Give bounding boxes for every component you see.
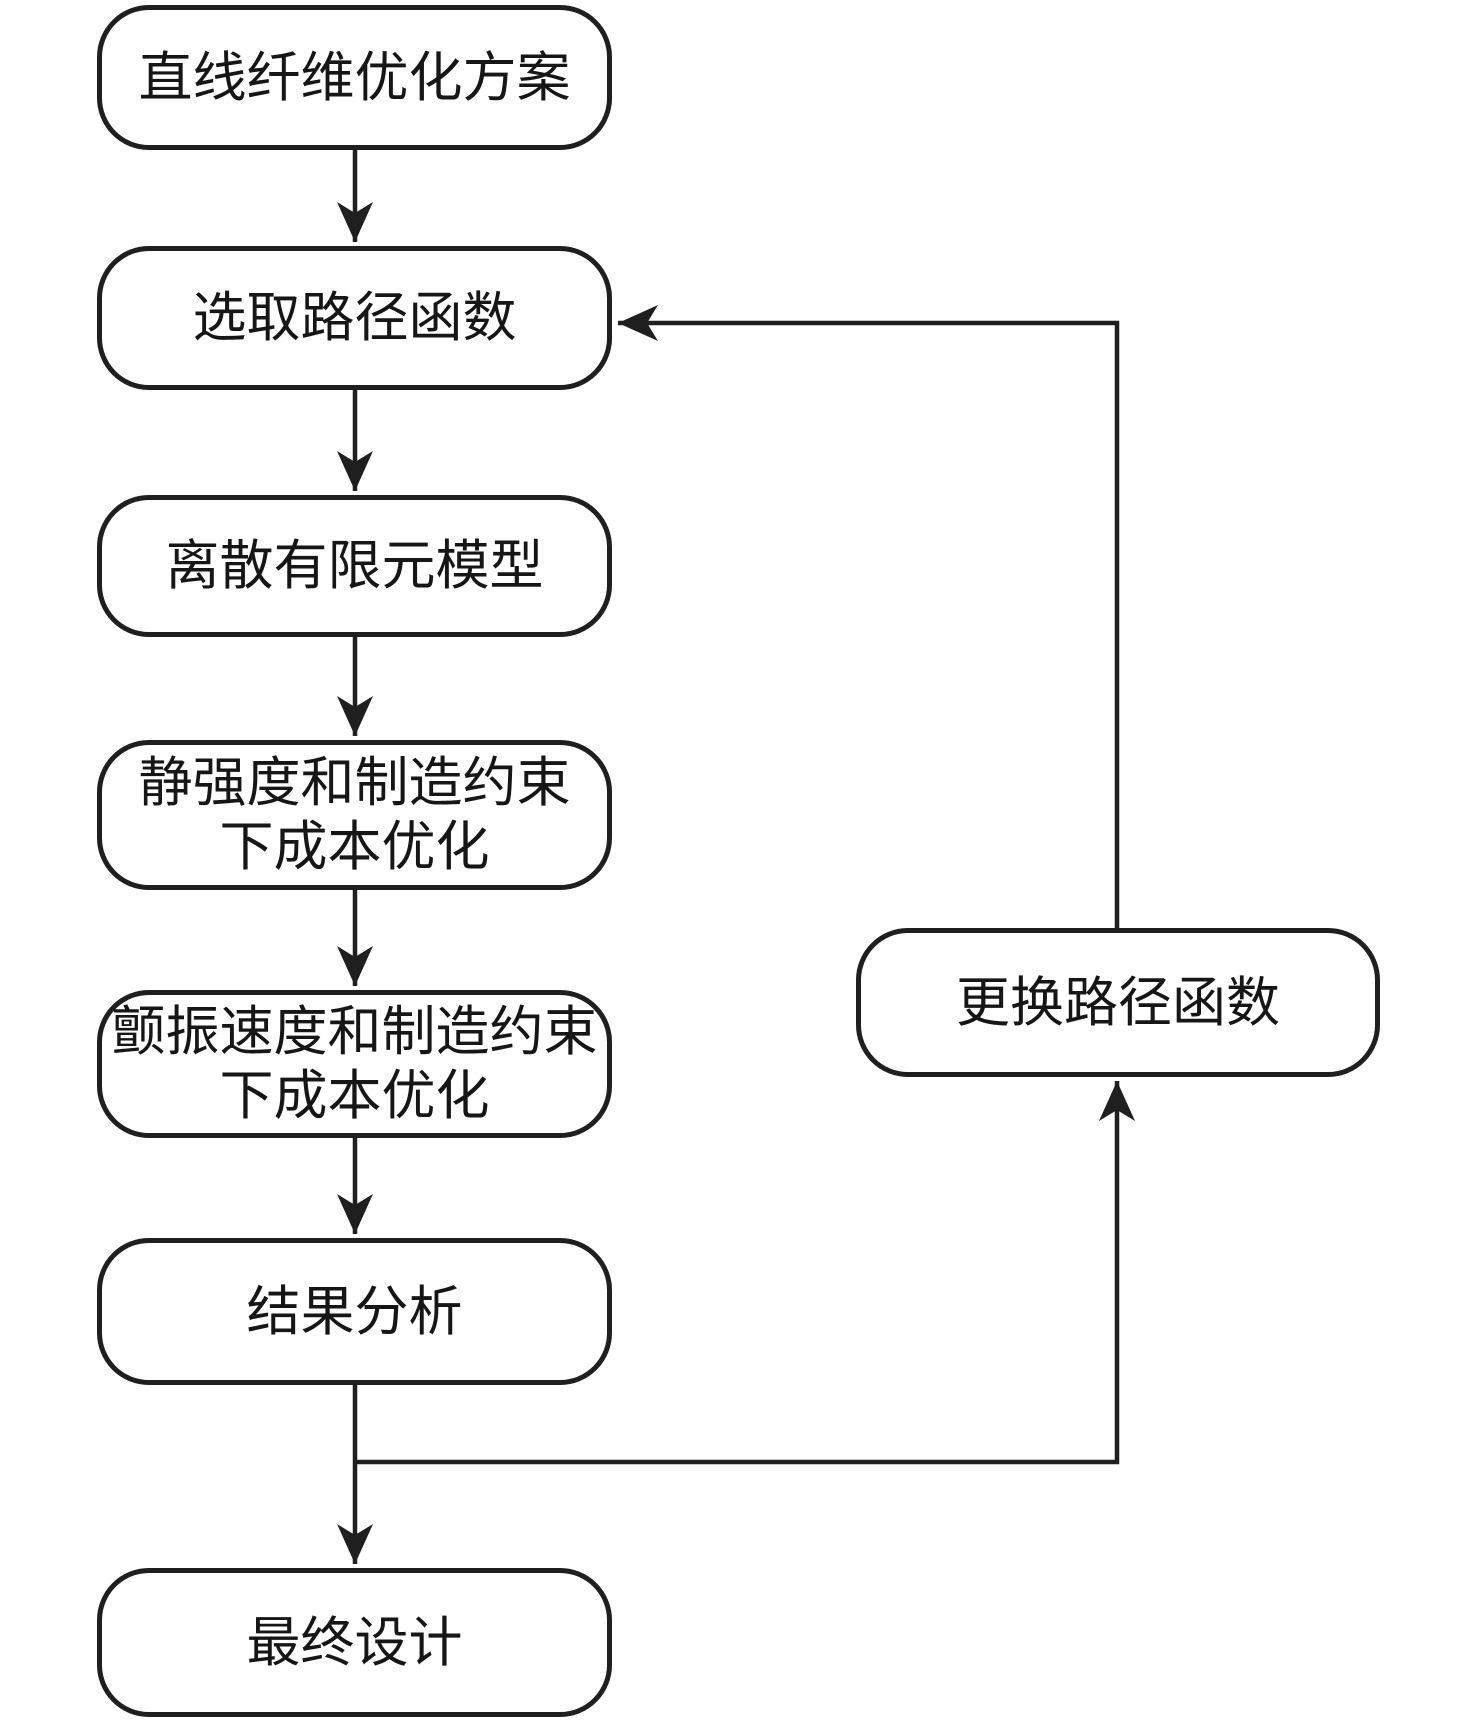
node-change-path: 更换路径函数 [856,928,1380,1077]
node-label: 结果分析 [246,1279,463,1343]
node-select-path: 选取路径函数 [97,246,612,390]
node-static-opt: 静强度和制造约束 下成本优化 [97,740,612,890]
node-final-design: 最终设计 [97,1568,612,1717]
node-label: 离散有限元模型 [165,534,544,597]
node-label-line2: 下成本优化 [219,1064,490,1127]
node-result: 结果分析 [97,1238,612,1385]
node-label: 更换路径函数 [956,970,1280,1034]
edge-change-path-to-select [618,305,1120,928]
node-flutter-opt: 颤振速度和制造约束 下成本优化 [97,990,612,1138]
node-start: 直线纤维优化方案 [97,5,612,150]
node-label-line2: 下成本优化 [219,815,490,878]
node-fem-model: 离散有限元模型 [97,495,612,637]
node-label: 选取路径函数 [192,286,517,349]
edge-result-to-change-path [355,1081,1135,1465]
node-label-line1: 静强度和制造约束 [138,751,571,814]
node-label: 直线纤维优化方案 [138,45,571,109]
node-label-line1: 颤振速度和制造约束 [111,1000,598,1063]
node-label: 最终设计 [246,1610,463,1674]
